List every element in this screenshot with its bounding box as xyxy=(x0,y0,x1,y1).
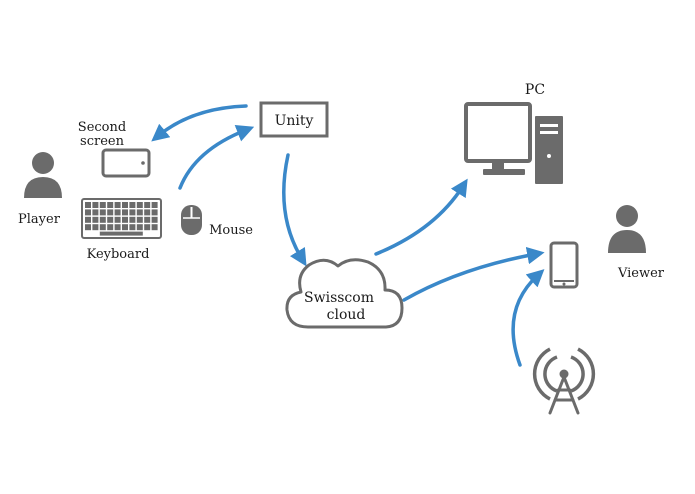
pc-label: PC xyxy=(525,82,545,98)
arrow-input-to-unity xyxy=(178,125,255,190)
antenna-icon xyxy=(532,347,596,415)
tower-icon xyxy=(535,116,563,184)
cloud-node: Swisscom cloud xyxy=(285,258,404,329)
player-node: Player xyxy=(18,152,62,227)
keyboard-node: Keyboard xyxy=(81,198,162,262)
second-screen-node: Second screen xyxy=(78,120,151,178)
person-icon xyxy=(24,152,62,198)
arrow-cloud-to-phone xyxy=(402,246,545,302)
arrow-antenna-to-phone xyxy=(511,269,545,367)
second-screen-label-line2: screen xyxy=(80,134,125,149)
arrow-cloud-to-pc xyxy=(374,178,468,256)
viewer-node: Viewer xyxy=(608,205,665,281)
monitor-icon xyxy=(464,102,532,175)
arrows xyxy=(151,104,545,367)
mouse-node: Mouse xyxy=(181,205,253,238)
player-label: Player xyxy=(18,212,61,227)
pc-node: PC xyxy=(464,82,563,184)
cloud-icon xyxy=(285,258,404,329)
viewer-label: Viewer xyxy=(617,266,665,281)
cloud-label-line1: Swisscom xyxy=(304,290,374,306)
cloud-label-line2: cloud xyxy=(327,307,366,323)
second-screen-label-line1: Second xyxy=(78,120,126,135)
tablet-icon xyxy=(101,148,151,178)
unity-node: Unity xyxy=(259,101,329,138)
keyboard-label: Keyboard xyxy=(87,247,150,262)
mouse-label: Mouse xyxy=(209,223,253,238)
keyboard-icon xyxy=(81,198,162,239)
arrow-unity-to-second-screen xyxy=(151,104,248,142)
smartphone-node xyxy=(549,241,579,289)
person-icon xyxy=(608,205,646,253)
arrow-unity-to-cloud xyxy=(282,153,307,267)
mouse-icon xyxy=(181,205,202,235)
smartphone-icon xyxy=(549,241,579,289)
unity-label: Unity xyxy=(275,113,314,129)
